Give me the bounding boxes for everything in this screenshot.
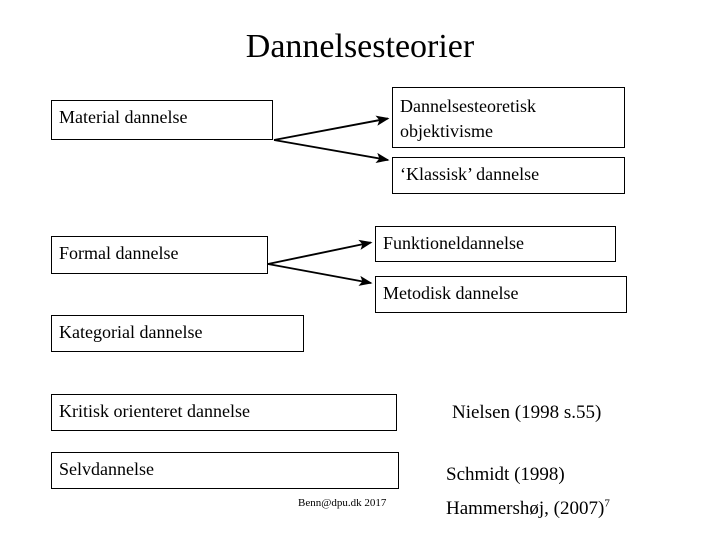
arrow-material-to-objektivisme: [273, 115, 390, 141]
reference-schmidt: Schmidt (1998): [446, 464, 565, 485]
arrow-material-to-klassisk: [273, 139, 390, 164]
box-label: Metodisk dannelse: [383, 283, 519, 303]
reference-hammershoj-text: Hammershøj, (2007): [446, 498, 605, 519]
footer-credit: Benn@dpu.dk 2017: [298, 497, 387, 509]
reference-nielsen: Nielsen (1998 s.55): [452, 402, 602, 423]
box-funktioneldannelse[interactable]: Funktioneldannelse: [375, 226, 616, 262]
box-selvdannelse[interactable]: Selvdannelse: [51, 452, 399, 489]
box-kategorial-dannelse[interactable]: Kategorial dannelse: [51, 315, 304, 352]
box-label: Dannelsesteoretisk objektivisme: [400, 96, 536, 141]
box-label: Kritisk orienteret dannelse: [59, 401, 250, 421]
arrow-formal-to-metodisk: [267, 263, 373, 286]
box-label: ‘Klassisk’ dannelse: [400, 164, 540, 184]
box-kritisk-orienteret-dannelse[interactable]: Kritisk orienteret dannelse: [51, 394, 397, 431]
box-klassisk-dannelse[interactable]: ‘Klassisk’ dannelse: [392, 157, 625, 194]
box-metodisk-dannelse[interactable]: Metodisk dannelse: [375, 276, 627, 313]
arrow-formal-to-funktionel: [267, 239, 373, 265]
page-number: 7: [604, 497, 610, 510]
box-label: Selvdannelse: [59, 459, 154, 479]
box-dannelsesteoretisk-objektivisme[interactable]: Dannelsesteoretisk objektivisme: [392, 87, 625, 148]
box-label: Kategorial dannelse: [59, 322, 203, 342]
box-label: Funktioneldannelse: [383, 233, 524, 253]
box-material-dannelse[interactable]: Material dannelse: [51, 100, 273, 140]
box-label: Formal dannelse: [59, 243, 179, 263]
page-title: Dannelsesteorier: [245, 28, 475, 65]
box-label: Material dannelse: [59, 107, 188, 127]
reference-hammershoj: Hammershøj, (2007)7: [446, 497, 610, 521]
box-formal-dannelse[interactable]: Formal dannelse: [51, 236, 268, 274]
